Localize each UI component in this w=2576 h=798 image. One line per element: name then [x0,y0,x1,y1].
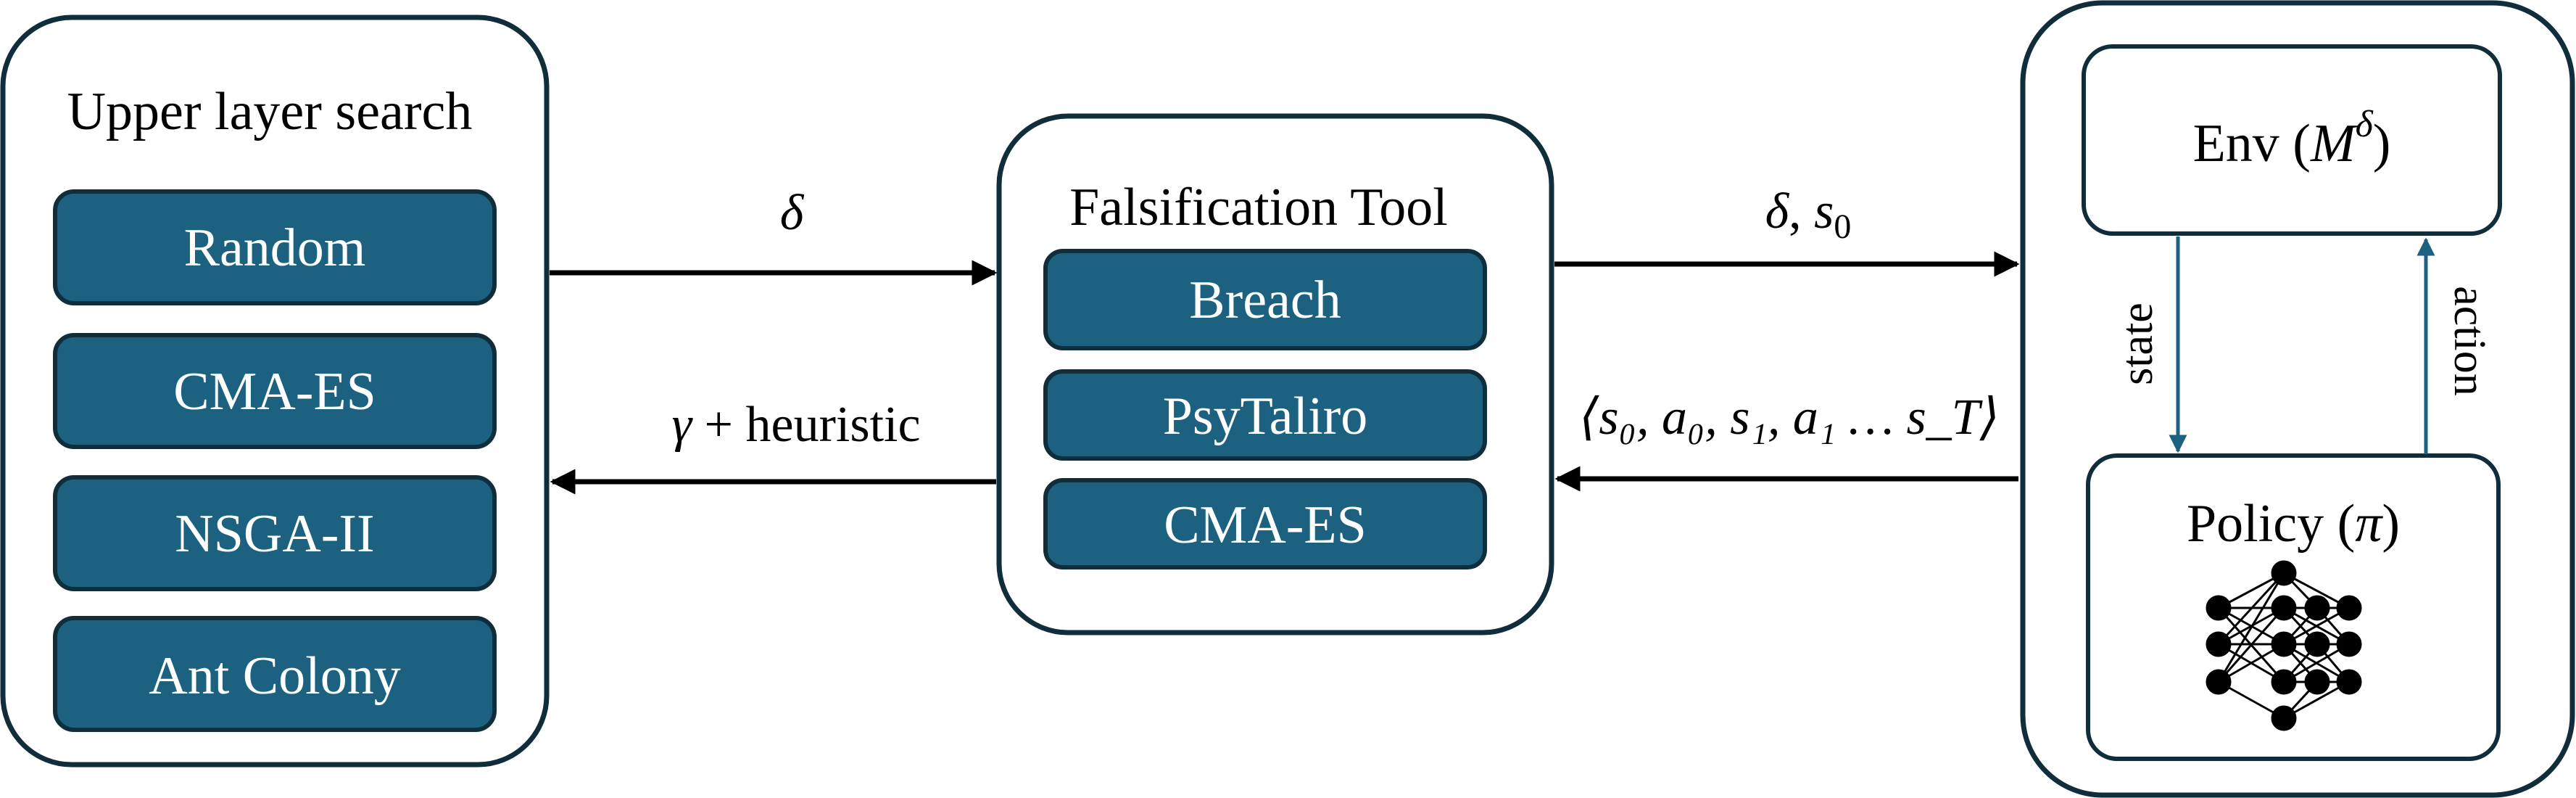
upper-layer-panel: Upper layer search Random CMA-ES NSGA-II… [0,15,550,768]
env-label: Env (Mδ) [2193,104,2391,173]
policy-label: Policy (π) [2187,494,2400,554]
tool-item-label: PsyTaliro [1163,387,1368,446]
tool-item-cma-es[interactable]: CMA-ES [1043,478,1487,569]
upper-item-ant-colony[interactable]: Ant Colony [53,616,497,732]
tool-item-label: CMA-ES [1164,495,1367,555]
policy-box[interactable]: Policy (π) [2086,453,2501,761]
gamma-heuristic-label: γ + heuristic [671,397,920,453]
tool-item-breach[interactable]: Breach [1043,249,1487,350]
falsification-panel: Falsification Tool Breach PsyTaliro CMA-… [996,113,1554,635]
falsification-title: Falsification Tool [1069,178,1448,237]
rl-panel: Env (Mδ) Policy (π) [2020,0,2575,798]
upper-item-label: CMA-ES [173,362,376,421]
upper-item-label: Random [184,218,366,278]
delta-s0-label: δ, s0 [1765,184,1852,246]
env-box[interactable]: Env (Mδ) [2082,44,2502,236]
upper-layer-title: Upper layer search [67,82,473,141]
trajectory-label: ⟨s₀, a₀, s₁, a₁ … s_T⟩ [1579,390,2000,445]
upper-item-random[interactable]: Random [53,189,497,305]
tool-item-label: Breach [1189,271,1341,330]
action-label: action [2445,286,2494,396]
delta-label: δ [780,185,805,241]
state-label: state [2113,303,2162,385]
upper-item-label: Ant Colony [149,646,400,706]
neural-network-icon [2206,560,2362,731]
tool-item-psytaliro[interactable]: PsyTaliro [1043,369,1487,461]
upper-item-nsga-ii[interactable]: NSGA-II [53,475,497,591]
upper-item-cma-es[interactable]: CMA-ES [53,333,497,449]
upper-item-label: NSGA-II [175,504,374,564]
